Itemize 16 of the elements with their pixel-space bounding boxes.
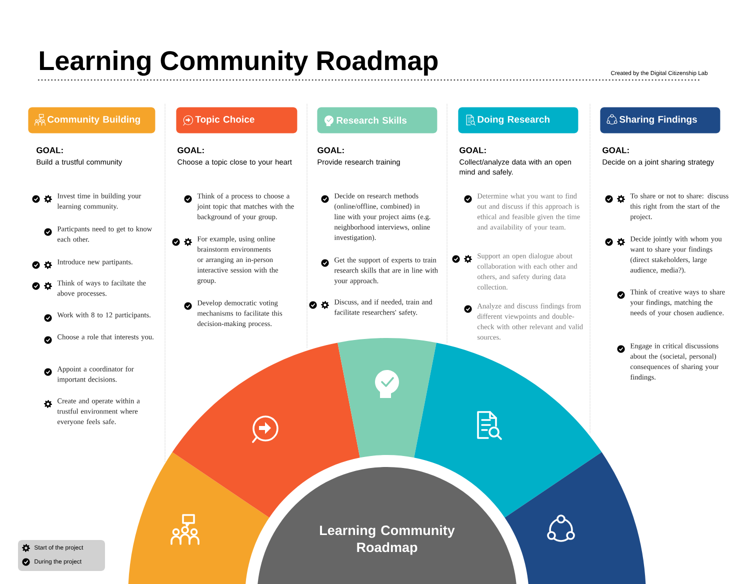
- goal-heading: GOAL:: [178, 147, 204, 154]
- ring-segment: [338, 338, 436, 458]
- header-box: Research Skills: [317, 107, 438, 134]
- title: Learning Community Roadmap: [40, 50, 438, 76]
- ring-segment: [172, 342, 360, 518]
- goal-heading: GOAL:: [318, 147, 344, 154]
- header-box: Topic Choice: [176, 107, 298, 134]
- ring-segment: [504, 452, 646, 584]
- goal-heading: GOAL:: [602, 147, 629, 154]
- goal-heading: GOAL:: [460, 147, 486, 154]
- ring-segment: [128, 452, 270, 584]
- header-box: Community Building: [28, 107, 156, 134]
- header-box: Sharing Findings: [600, 107, 720, 134]
- ring-segment: [414, 342, 602, 518]
- goal-heading: GOAL:: [36, 147, 63, 154]
- header-box: Doing Research: [458, 107, 578, 134]
